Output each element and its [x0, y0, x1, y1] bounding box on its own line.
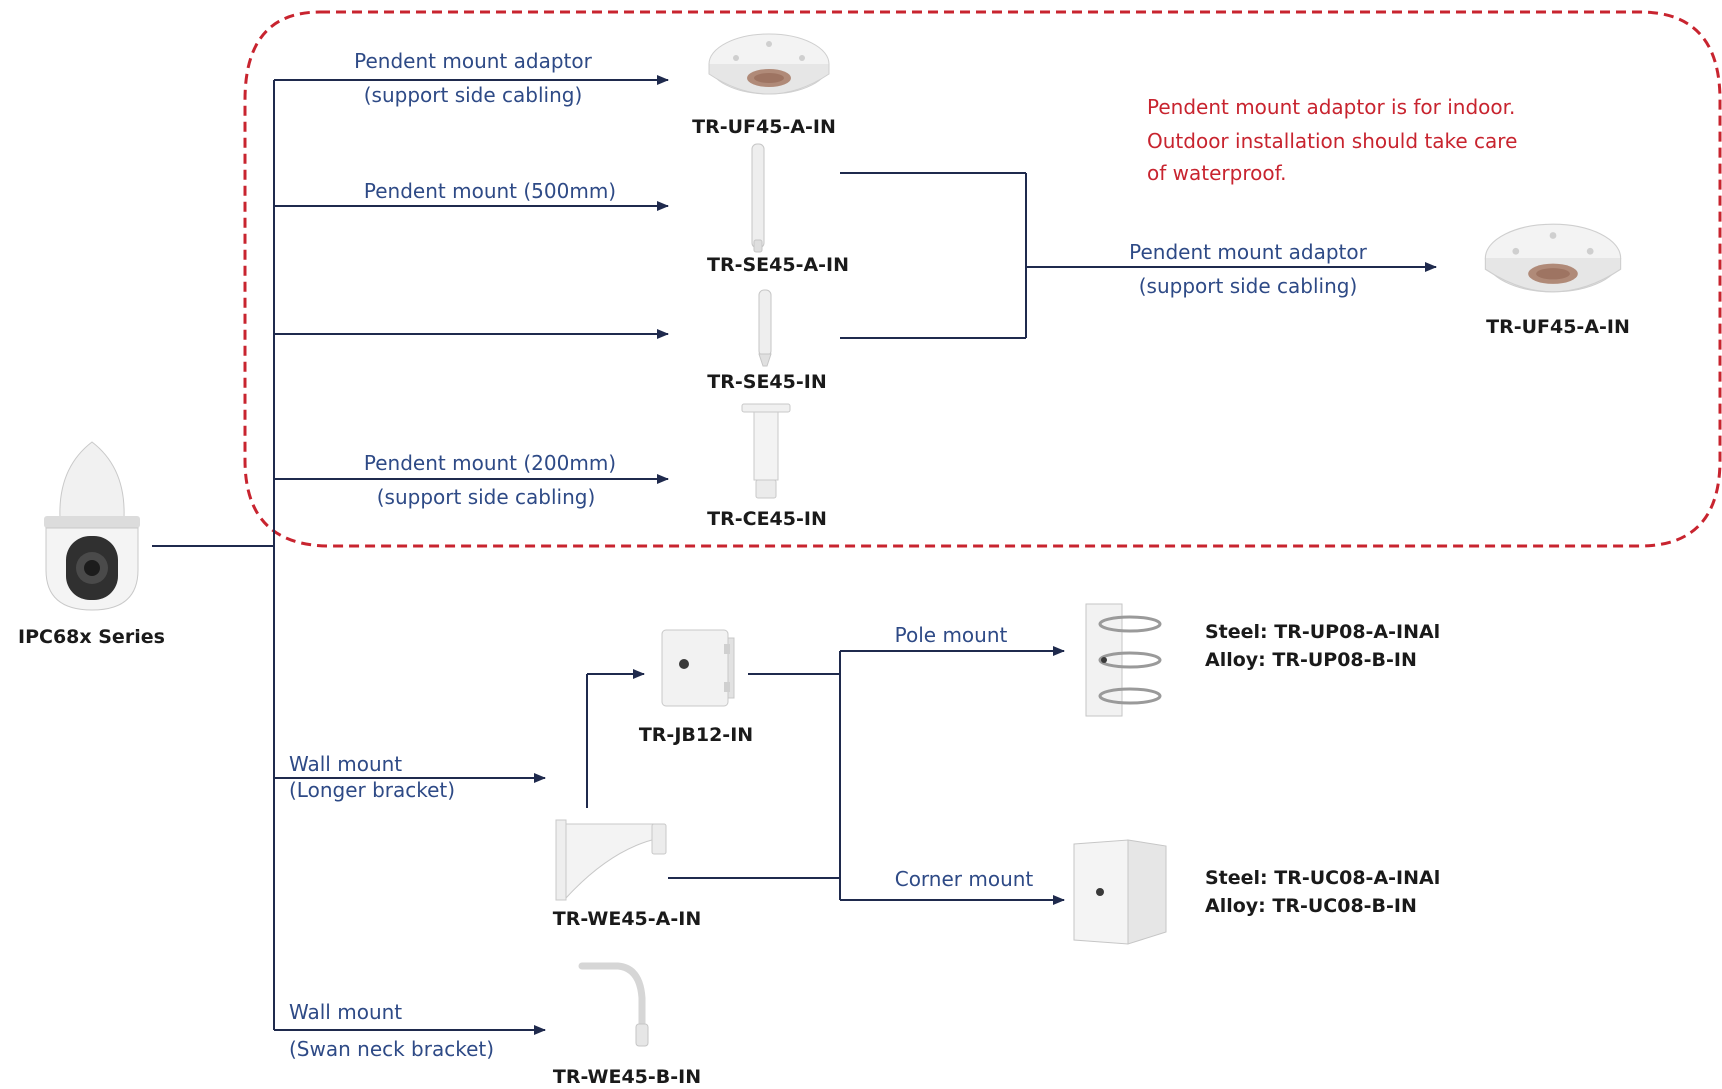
ce45-label-line-1: Pendent mount (200mm)	[363, 451, 617, 475]
ptz-camera-icon	[44, 441, 140, 611]
uf45-right-code: TR-UF45-A-IN	[1486, 316, 1630, 338]
indoor-note-line-3: of waterproof.	[1147, 161, 1287, 185]
indoor-group-border	[243, 10, 1722, 548]
corner-mount-icon	[1073, 839, 1167, 945]
pole-mount-label: Pole mount	[894, 623, 1008, 647]
pole-mount-spec-steel: Steel: TR-UP08-A-INAl	[1205, 621, 1441, 643]
we45a-label-line-2: (Longer bracket)	[289, 778, 456, 802]
we45b-code: TR-WE45-B-IN	[552, 1066, 702, 1088]
pendent-mount-icon	[741, 403, 791, 499]
junction-box-icon	[661, 629, 735, 707]
se45-code: TR-SE45-IN	[707, 371, 827, 393]
indoor-note-line-1: Pendent mount adaptor is for indoor.	[1147, 95, 1516, 119]
extension-pole-long-icon	[751, 143, 765, 253]
wall-bracket-icon	[555, 819, 667, 901]
pole-mount-spec-alloy: Alloy: TR-UP08-B-IN	[1205, 649, 1417, 671]
we45b-label-line-2: (Swan neck bracket)	[289, 1037, 495, 1061]
uf45-top-label-line-1: Pendent mount adaptor	[354, 49, 592, 73]
ce45-label-line-2: (support side cabling)	[376, 485, 596, 509]
corner-mount-spec-steel: Steel: TR-UC08-A-INAl	[1205, 867, 1441, 889]
camera-series-name: IPC68x Series	[18, 626, 165, 648]
connector-lines	[152, 75, 1437, 1035]
corner-mount-spec-alloy: Alloy: TR-UC08-B-IN	[1205, 895, 1417, 917]
se45a-code: TR-SE45-A-IN	[706, 254, 850, 276]
jb12-code: TR-JB12-IN	[638, 724, 754, 746]
extension-pole-short-icon	[758, 289, 772, 367]
ceiling-adaptor-icon	[1484, 223, 1622, 293]
se45a-label: Pendent mount (500mm)	[363, 179, 617, 203]
corner-mount-label: Corner mount	[894, 867, 1034, 891]
ce45-code: TR-CE45-IN	[707, 508, 827, 530]
we45a-code: TR-WE45-A-IN	[552, 908, 702, 930]
pole-mount-icon	[1085, 603, 1162, 717]
we45a-label-line-1: Wall mount	[289, 752, 403, 776]
ceiling-adaptor-icon	[708, 33, 830, 95]
uf45-top-label-line-2: (support side cabling)	[363, 83, 583, 107]
swan-neck-bracket-icon	[578, 962, 649, 1047]
we45b-label-line-1: Wall mount	[289, 1000, 403, 1024]
uf45-right-label-line-1: Pendent mount adaptor	[1129, 240, 1367, 264]
uf45-top-code: TR-UF45-A-IN	[692, 116, 836, 138]
indoor-note-line-2: Outdoor installation should take care	[1147, 129, 1518, 153]
uf45-right-label-line-2: (support side cabling)	[1138, 274, 1358, 298]
